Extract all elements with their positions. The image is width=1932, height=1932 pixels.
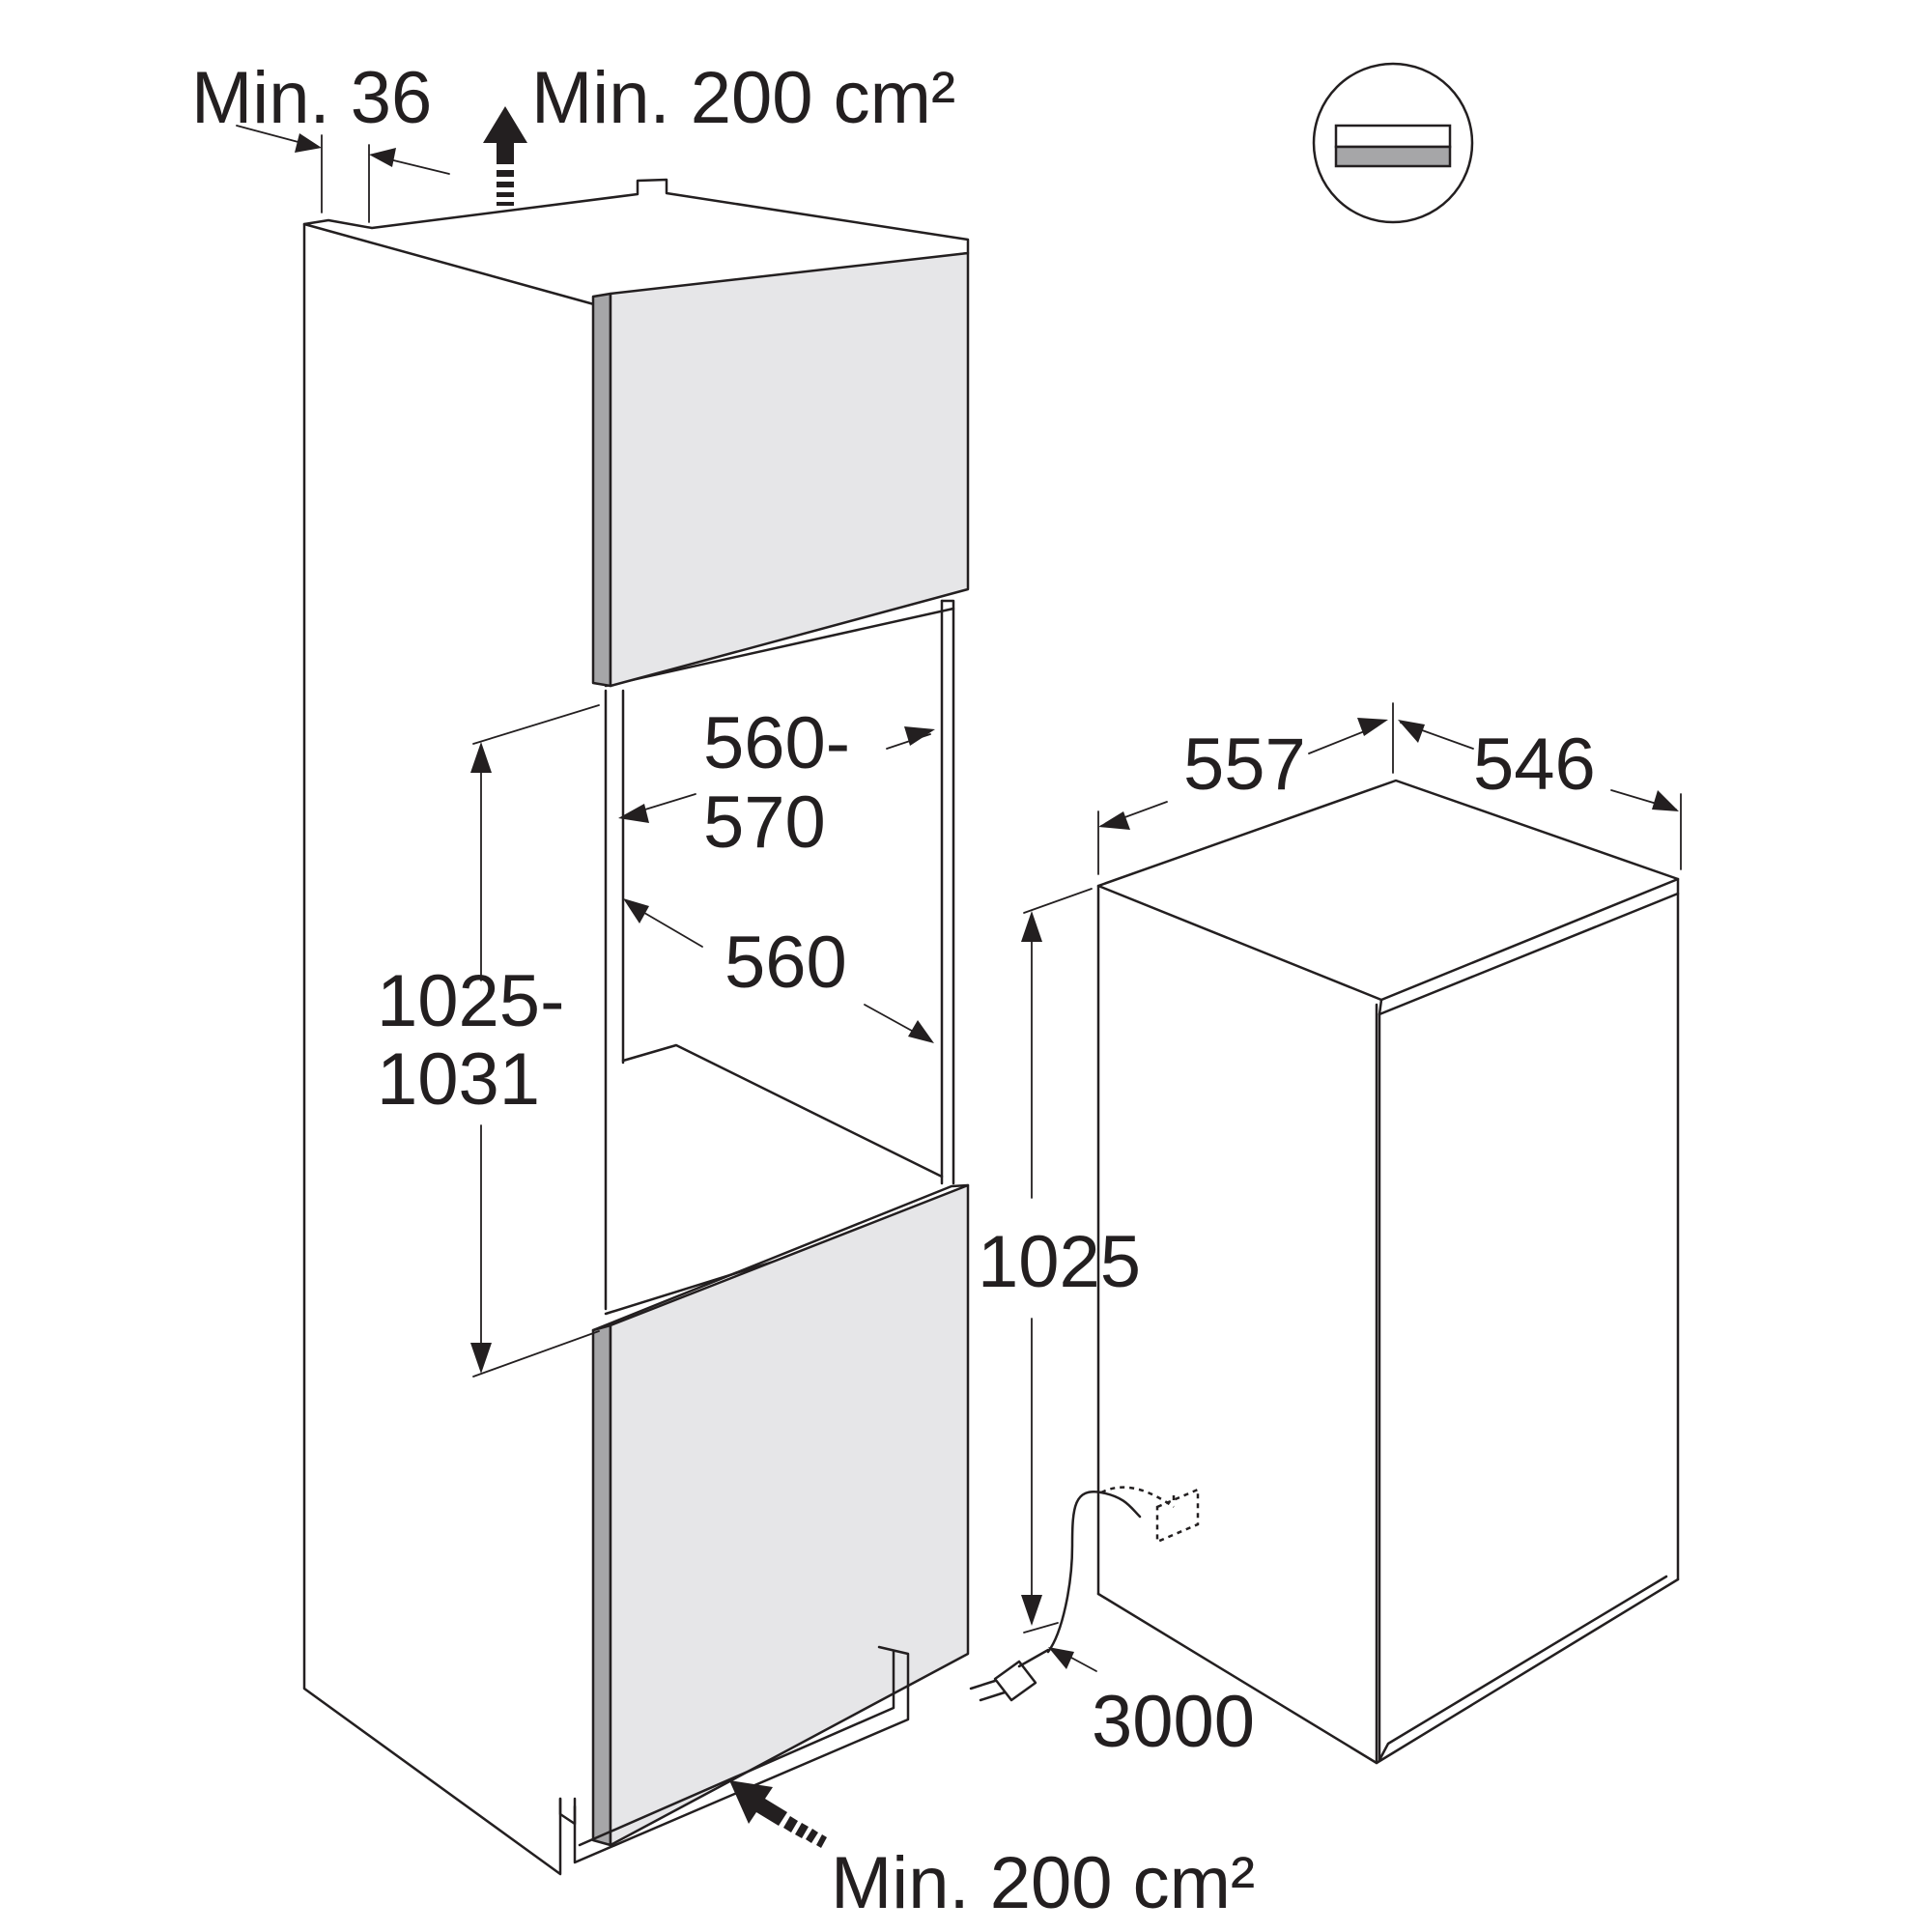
height-extension-top: [1023, 888, 1093, 914]
power-cable: [969, 1486, 1200, 1702]
kitchen-cabinet: [302, 178, 970, 1876]
arrowhead: [1048, 1647, 1074, 1669]
cabinet-left-side: [302, 222, 562, 1876]
top-gap-label: Min. 36: [191, 57, 432, 139]
niche-top-front: [604, 607, 955, 688]
arrowhead: [1652, 790, 1679, 811]
upper-door-edge: [591, 292, 612, 688]
arrowhead: [623, 898, 649, 923]
arrowhead: [1398, 720, 1425, 743]
cable-length-label: 3000: [1092, 1681, 1255, 1763]
niche-height-label-line2: 1031: [377, 1038, 540, 1121]
niche-width-label: 560: [724, 922, 847, 1004]
niche-right-rail: [940, 599, 955, 1185]
cabinet-dimensions: [236, 106, 935, 1848]
appliance-dimensions: [1021, 702, 1682, 1634]
plinth-frame-back: [573, 1645, 910, 1864]
integrated-appliance-symbol-icon: [1312, 62, 1474, 224]
appliance-width-label: 557: [1183, 724, 1306, 806]
arrowhead: [908, 1020, 934, 1043]
height-extension-bottom: [472, 1330, 600, 1378]
arrowhead: [904, 726, 935, 746]
arrowhead: [1357, 718, 1388, 736]
arrowhead: [1021, 911, 1042, 942]
bottom-vent-arrow-icon: [729, 1780, 827, 1848]
refrigerator-appliance: [1096, 779, 1680, 1765]
niche-depth-label-line1: 560-: [703, 702, 850, 784]
gap-dimension-line-left: [236, 125, 310, 146]
arrowhead: [470, 742, 492, 773]
top-vent-arrow-icon: [483, 106, 527, 206]
height-extension-top: [472, 704, 600, 745]
arrowhead: [295, 133, 322, 153]
bottom-vent-label: Min. 200 cm²: [831, 1842, 1255, 1924]
lower-door-edge: [591, 1323, 612, 1847]
niche-depth-label-line2: 570: [703, 781, 826, 864]
niche-height-label-line1: 1025-: [377, 960, 564, 1042]
lower-door-top-lip: [591, 1183, 970, 1332]
cable-hidden-section: [1099, 1491, 1142, 1519]
arrowhead: [618, 804, 649, 823]
arrowhead: [369, 148, 396, 167]
upper-door-panel: [609, 251, 970, 688]
wall-socket-icon: [1155, 1488, 1200, 1544]
appliance-top: [1096, 779, 1680, 1002]
arrowhead: [1021, 1595, 1042, 1626]
cabinet-plinth: [558, 1797, 577, 1826]
appliance-door-outline: [1378, 1012, 1668, 1762]
height-extension-bottom: [1023, 1622, 1059, 1634]
arrowhead: [1098, 811, 1130, 830]
appliance-height-label: 1025: [978, 1221, 1141, 1303]
appliance-depth-label: 546: [1473, 724, 1596, 806]
power-plug-icon: [969, 1648, 1050, 1702]
plinth-frame-inner: [578, 1650, 895, 1847]
lower-door-panel: [609, 1183, 970, 1847]
arrowhead: [470, 1343, 492, 1374]
niche-floor: [621, 1043, 944, 1179]
top-vent-label: Min. 200 cm²: [531, 57, 955, 139]
